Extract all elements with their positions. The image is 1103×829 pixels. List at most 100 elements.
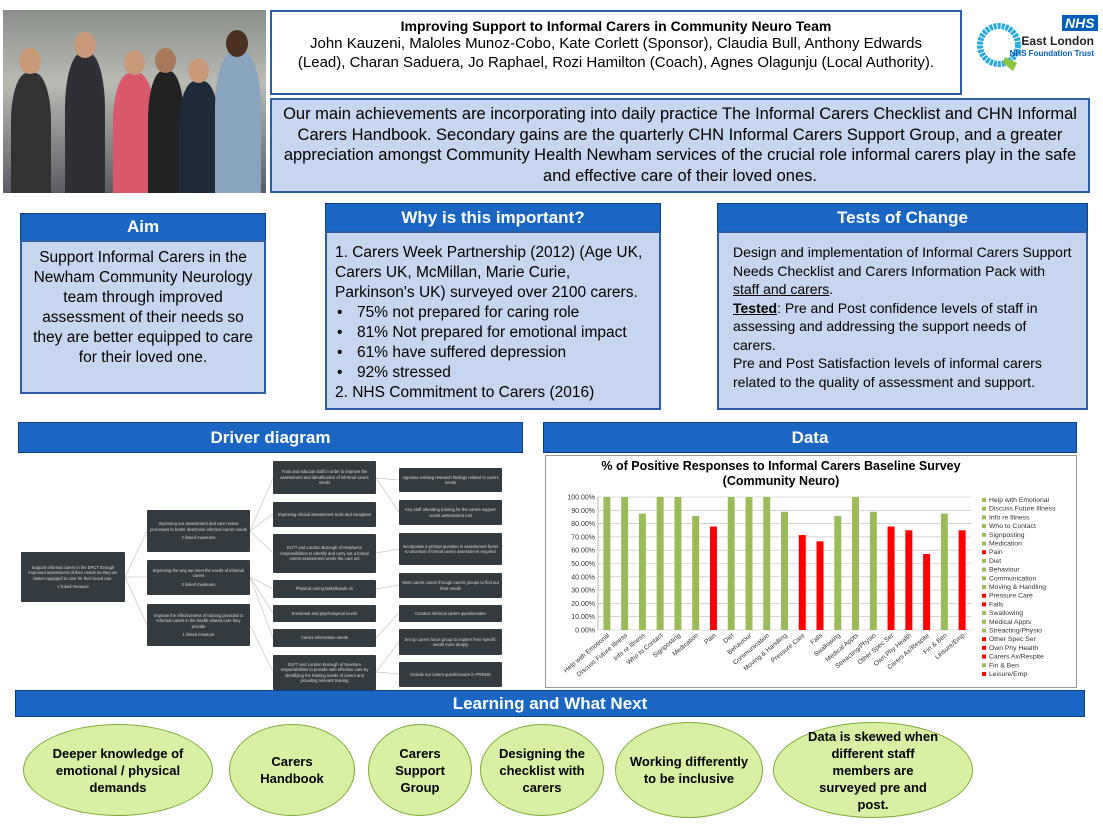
- why-header: Why is this important?: [325, 203, 661, 232]
- tertiary-driver: Physical caring tasks/hands on: [273, 580, 376, 598]
- learning-header: Learning and What Next: [15, 690, 1085, 717]
- legend-label: Diet: [989, 558, 1001, 565]
- x-tick-label: Diet: [722, 632, 736, 645]
- logo-trust: NHS Foundation Trust: [1009, 49, 1094, 58]
- legend-swatch: [982, 585, 986, 589]
- bar: [603, 497, 611, 630]
- legend-label: Help with Emotional: [989, 497, 1050, 504]
- learning-item: Data is skewed when different staff memb…: [773, 722, 973, 818]
- legend-label: Own Phy Health: [989, 645, 1038, 652]
- tests-design: Design and implementation of Informal Ca…: [733, 244, 1072, 297]
- legend-label: Medical Appts: [989, 619, 1032, 626]
- legend-label: Who to Contact: [989, 523, 1036, 530]
- bar: [940, 513, 948, 630]
- tertiary-driver: ELFT and London Borough of Newhams respo…: [273, 534, 376, 573]
- legend-label: Info re Illness: [989, 514, 1030, 521]
- y-tick-label: 10.00%: [571, 614, 595, 621]
- secondary-driver: Improve the effectiveness of training pr…: [147, 604, 250, 646]
- y-tick-label: 100.00%: [567, 495, 595, 502]
- bar: [887, 526, 895, 630]
- tests-tested: Tested: Pre and Post confidence levels o…: [733, 299, 1038, 353]
- title-box: Improving Support to Informal Carers in …: [270, 10, 962, 95]
- legend-swatch: [982, 498, 986, 502]
- change-idea: Meet carers carers through carers groups…: [399, 573, 502, 598]
- legend-label: Streacting/Physio: [989, 628, 1042, 635]
- legend-label: Swallowing: [989, 610, 1023, 617]
- stat-item: 92% stressed: [337, 363, 651, 383]
- bar: [958, 530, 966, 630]
- bar: [816, 541, 824, 630]
- driver-header: Driver diagram: [18, 422, 523, 453]
- stat-item: 81% Not prepared for emotional impact: [337, 323, 651, 343]
- why-outro: 2. NHS Commitment to Carers (2016): [335, 384, 595, 401]
- bar: [638, 513, 646, 630]
- legend-swatch: [982, 645, 986, 650]
- nhs-badge: NHS: [1062, 15, 1098, 31]
- q-mark-icon: [977, 23, 1021, 71]
- change-idea: Key staff attending training for the car…: [399, 500, 502, 525]
- why-intro: 1. Carers Week Partnership (2012) (Age U…: [335, 244, 643, 301]
- legend-label: Pain: [989, 549, 1003, 556]
- secondary-driver: Improving the way we meet the needs of i…: [147, 560, 250, 595]
- bar: [763, 497, 771, 630]
- tests-body: Design and implementation of Informal Ca…: [717, 231, 1088, 410]
- y-tick-label: 40.00%: [571, 574, 595, 581]
- data-header: Data: [543, 422, 1077, 453]
- legend-swatch: [982, 611, 986, 616]
- bar: [621, 497, 629, 630]
- legend-label: Behaviour: [989, 567, 1020, 574]
- learning-item: Carers Handbook: [229, 724, 355, 816]
- bar: [852, 497, 860, 630]
- bar: [674, 497, 682, 630]
- legend-swatch: [982, 637, 986, 642]
- y-tick-label: 20.00%: [571, 601, 595, 608]
- stat-item: 75% not prepared for caring role: [337, 303, 651, 323]
- legend-label: Falls: [989, 601, 1004, 608]
- legend-swatch: [982, 628, 986, 633]
- bar: [781, 511, 788, 630]
- legend-swatch: [982, 654, 986, 659]
- y-tick-label: 70.00%: [571, 534, 595, 541]
- bar: [692, 516, 700, 630]
- legend-swatch: [982, 506, 986, 511]
- tertiary-driver: Emotional and psycholopical needs: [273, 605, 376, 622]
- legend-label: Pressure Care: [989, 593, 1033, 600]
- aim-header: Aim: [20, 213, 266, 241]
- legend-label: Leisure/Emp: [989, 671, 1027, 678]
- legend-swatch: [982, 672, 986, 676]
- bar: [656, 497, 664, 630]
- y-tick-label: 30.00%: [571, 588, 595, 595]
- legend-swatch: [982, 576, 986, 581]
- tertiary-driver: Carers information needs: [273, 629, 376, 647]
- bar: [923, 554, 931, 630]
- change-idea: Appraise existing research findings rela…: [399, 468, 502, 492]
- stat-item: 61% have suffered depression: [337, 343, 651, 363]
- legend-swatch: [982, 550, 986, 555]
- tertiary-driver: ELFT and London Borough of Newham respon…: [273, 655, 376, 690]
- bar: [834, 516, 842, 630]
- change-idea: Set up carers focus group to explore the…: [399, 629, 502, 655]
- poster-title: Improving Support to Informal Carers in …: [400, 18, 832, 34]
- legend-swatch: [982, 515, 986, 520]
- legend-label: Discuss Future Illness: [989, 506, 1056, 513]
- y-tick-label: 60.00%: [571, 548, 595, 555]
- y-tick-label: 50.00%: [571, 561, 595, 568]
- change-idea: Include our carers questionnaire in PREM…: [399, 662, 502, 687]
- legend-label: Medication: [989, 541, 1022, 548]
- secondary-driver: Improving our assessment and care review…: [147, 510, 250, 552]
- learning-item: Designing the checklist with carers: [480, 724, 604, 816]
- legend-swatch: [982, 593, 986, 598]
- logo-org: East London: [1021, 34, 1094, 48]
- change-idea: Conduct informal carers questionnaire: [399, 605, 502, 622]
- bar-chart: 0.00%10.00%20.00%30.00%40.00%50.00%60.00…: [563, 495, 1056, 679]
- bar: [745, 497, 753, 630]
- change-idea: Incorporate a prompt question in assessm…: [399, 533, 502, 565]
- legend-swatch: [982, 567, 986, 572]
- bar: [798, 535, 806, 630]
- y-tick-label: 90.00%: [571, 508, 595, 515]
- learning-item: Deeper knowledge of emotional / physical…: [23, 724, 213, 816]
- legend-label: Communication: [989, 575, 1036, 582]
- legend-swatch: [982, 663, 986, 668]
- legend-swatch: [982, 619, 986, 624]
- legend-swatch: [982, 532, 986, 537]
